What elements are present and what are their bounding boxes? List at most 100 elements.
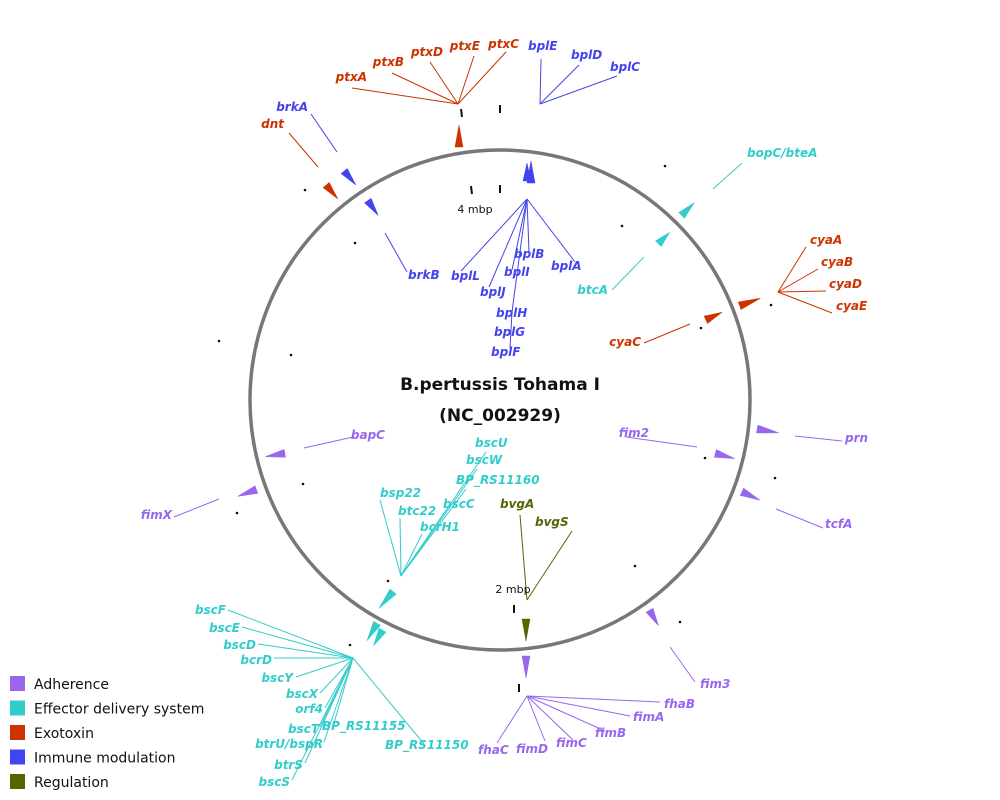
leader-bplg: [510, 311, 513, 331]
leader-btca: [611, 256, 645, 291]
genome-title: B.pertussis Tohama I: [400, 375, 600, 395]
gene-label-bp-rs11150: BP_RS11150: [385, 738, 469, 753]
gene-feature-adherence: [713, 449, 735, 459]
gene-label-bscy: bscY: [261, 671, 294, 685]
leader-bsp22: [379, 499, 402, 577]
leader-bscs: [291, 657, 354, 781]
legend-label: Adherence: [34, 677, 109, 693]
gene-label-fima: fimA: [633, 710, 664, 724]
leader-bscc: [400, 512, 445, 577]
leader-cyad: [777, 290, 827, 293]
leader-ptxe: [457, 55, 475, 105]
gene-feature-adherence: [521, 655, 531, 679]
gene-label-bvga: bvgA: [500, 497, 534, 511]
gene-feature-immune-modulation: [522, 162, 532, 182]
gene-feature-effector-delivery-system: [373, 627, 387, 646]
minor-tick: [699, 326, 703, 330]
gene-feature-adherence: [265, 448, 286, 458]
scale-label-4mbp: 4 mbp: [457, 203, 492, 216]
gene-label-bvgs: bvgS: [535, 515, 569, 529]
legend-swatch: [10, 700, 25, 716]
leader-bp-rs11155: [333, 657, 354, 724]
gene-label-bple: bplE: [528, 39, 558, 53]
gene-label-ptxc: ptxC: [487, 37, 519, 51]
gene-label-brka: brkA: [276, 100, 308, 114]
genome-ring: [248, 148, 752, 652]
gene-label-bsce: bscE: [209, 621, 241, 635]
gene-feature-regulation: [521, 618, 531, 642]
leader-fimd: [526, 695, 546, 742]
gene-label-dnt: dnt: [261, 117, 285, 131]
gene-label-orf4: orf4: [295, 702, 323, 716]
legend-swatch: [10, 774, 25, 789]
legend-label: Effector delivery system: [34, 702, 204, 718]
minor-tick: [773, 476, 777, 480]
leader-ptxb: [391, 72, 459, 105]
gene-label-bscx: bscX: [286, 687, 319, 701]
gene-label-bpld: bplD: [571, 48, 602, 62]
gene-feature-adherence: [645, 607, 659, 626]
minor-tick: [301, 482, 305, 486]
gene-features: [237, 124, 779, 679]
leader-bopc-btea: [712, 162, 743, 190]
legend-label: Regulation: [34, 775, 109, 791]
gene-feature-adherence: [237, 485, 259, 497]
gene-label-ptxd: ptxD: [410, 45, 443, 59]
leader-bpld: [539, 64, 580, 105]
leader-bplf: [509, 329, 512, 349]
gene-label-cyab: cyaB: [821, 255, 853, 269]
gene-label-ptxe: ptxE: [449, 39, 481, 53]
minor-tick: [769, 303, 773, 307]
leader-fimc: [526, 695, 574, 741]
scale-label-2mbp: 2 mbp: [495, 583, 530, 596]
leader-cyae: [777, 291, 833, 314]
leader-bplj: [488, 198, 528, 288]
gene-label-ptxb: ptxB: [372, 55, 404, 69]
leader-fim2: [625, 436, 698, 448]
legend-label: Exotoxin: [34, 726, 94, 742]
leader-bscd: [257, 643, 354, 659]
gene-label-bsp22: bsp22: [380, 486, 421, 500]
gene-label-bplj: bplJ: [480, 285, 506, 299]
gene-label-bcrh1: bcrH1: [420, 520, 460, 534]
gene-label-cyae: cyaE: [836, 299, 868, 313]
minor-tick: [703, 456, 707, 460]
minor-tick: [235, 511, 239, 515]
gene-feature-adherence: [756, 424, 779, 434]
tick-marks: [217, 105, 777, 692]
genome-accession: (NC_002929): [439, 406, 561, 426]
gene-label-brkb: brkB: [408, 268, 440, 282]
minor-tick: [620, 224, 624, 228]
gene-feature-immune-modulation: [364, 197, 379, 216]
gene-label-bscc: bscC: [443, 497, 475, 511]
minor-tick: [663, 164, 667, 168]
legend-label: Immune modulation: [34, 751, 175, 767]
gene-feature-immune-modulation: [340, 168, 357, 186]
legend-swatch: [10, 676, 25, 691]
minor-tick: [678, 620, 682, 624]
leader-bpla: [526, 198, 576, 263]
minor-tick: [633, 564, 637, 568]
gene-label-bopc-btea: bopC/bteA: [747, 146, 817, 160]
leader-bpli: [511, 198, 528, 271]
legend-item-immune-modulation: Immune modulation: [10, 749, 175, 767]
gene-label-bpla: bplA: [551, 259, 582, 273]
gene-label-bp-rs11155: BP_RS11155: [322, 719, 406, 734]
legend-item-effector-delivery-system: Effector delivery system: [10, 700, 204, 718]
leader-fhac: [496, 695, 528, 744]
gene-label-bscs: bscS: [259, 775, 291, 789]
gene-label-bscw: bscW: [466, 453, 503, 467]
gene-label-bsct: bscT: [288, 722, 320, 736]
leader-bp-rs11160: [400, 488, 467, 577]
legend-item-exotoxin: Exotoxin: [10, 725, 94, 742]
leader-bscf: [227, 609, 354, 659]
leader-bplb: [526, 198, 530, 253]
leader-ptxd: [429, 61, 459, 105]
leader-tcfa: [775, 508, 824, 529]
leader-bscy: [295, 657, 354, 678]
legend-item-adherence: Adherence: [10, 676, 109, 693]
gene-label-fimd: fimD: [516, 742, 548, 756]
leader-brka: [310, 113, 338, 153]
gene-feature-exotoxin: [737, 297, 761, 310]
